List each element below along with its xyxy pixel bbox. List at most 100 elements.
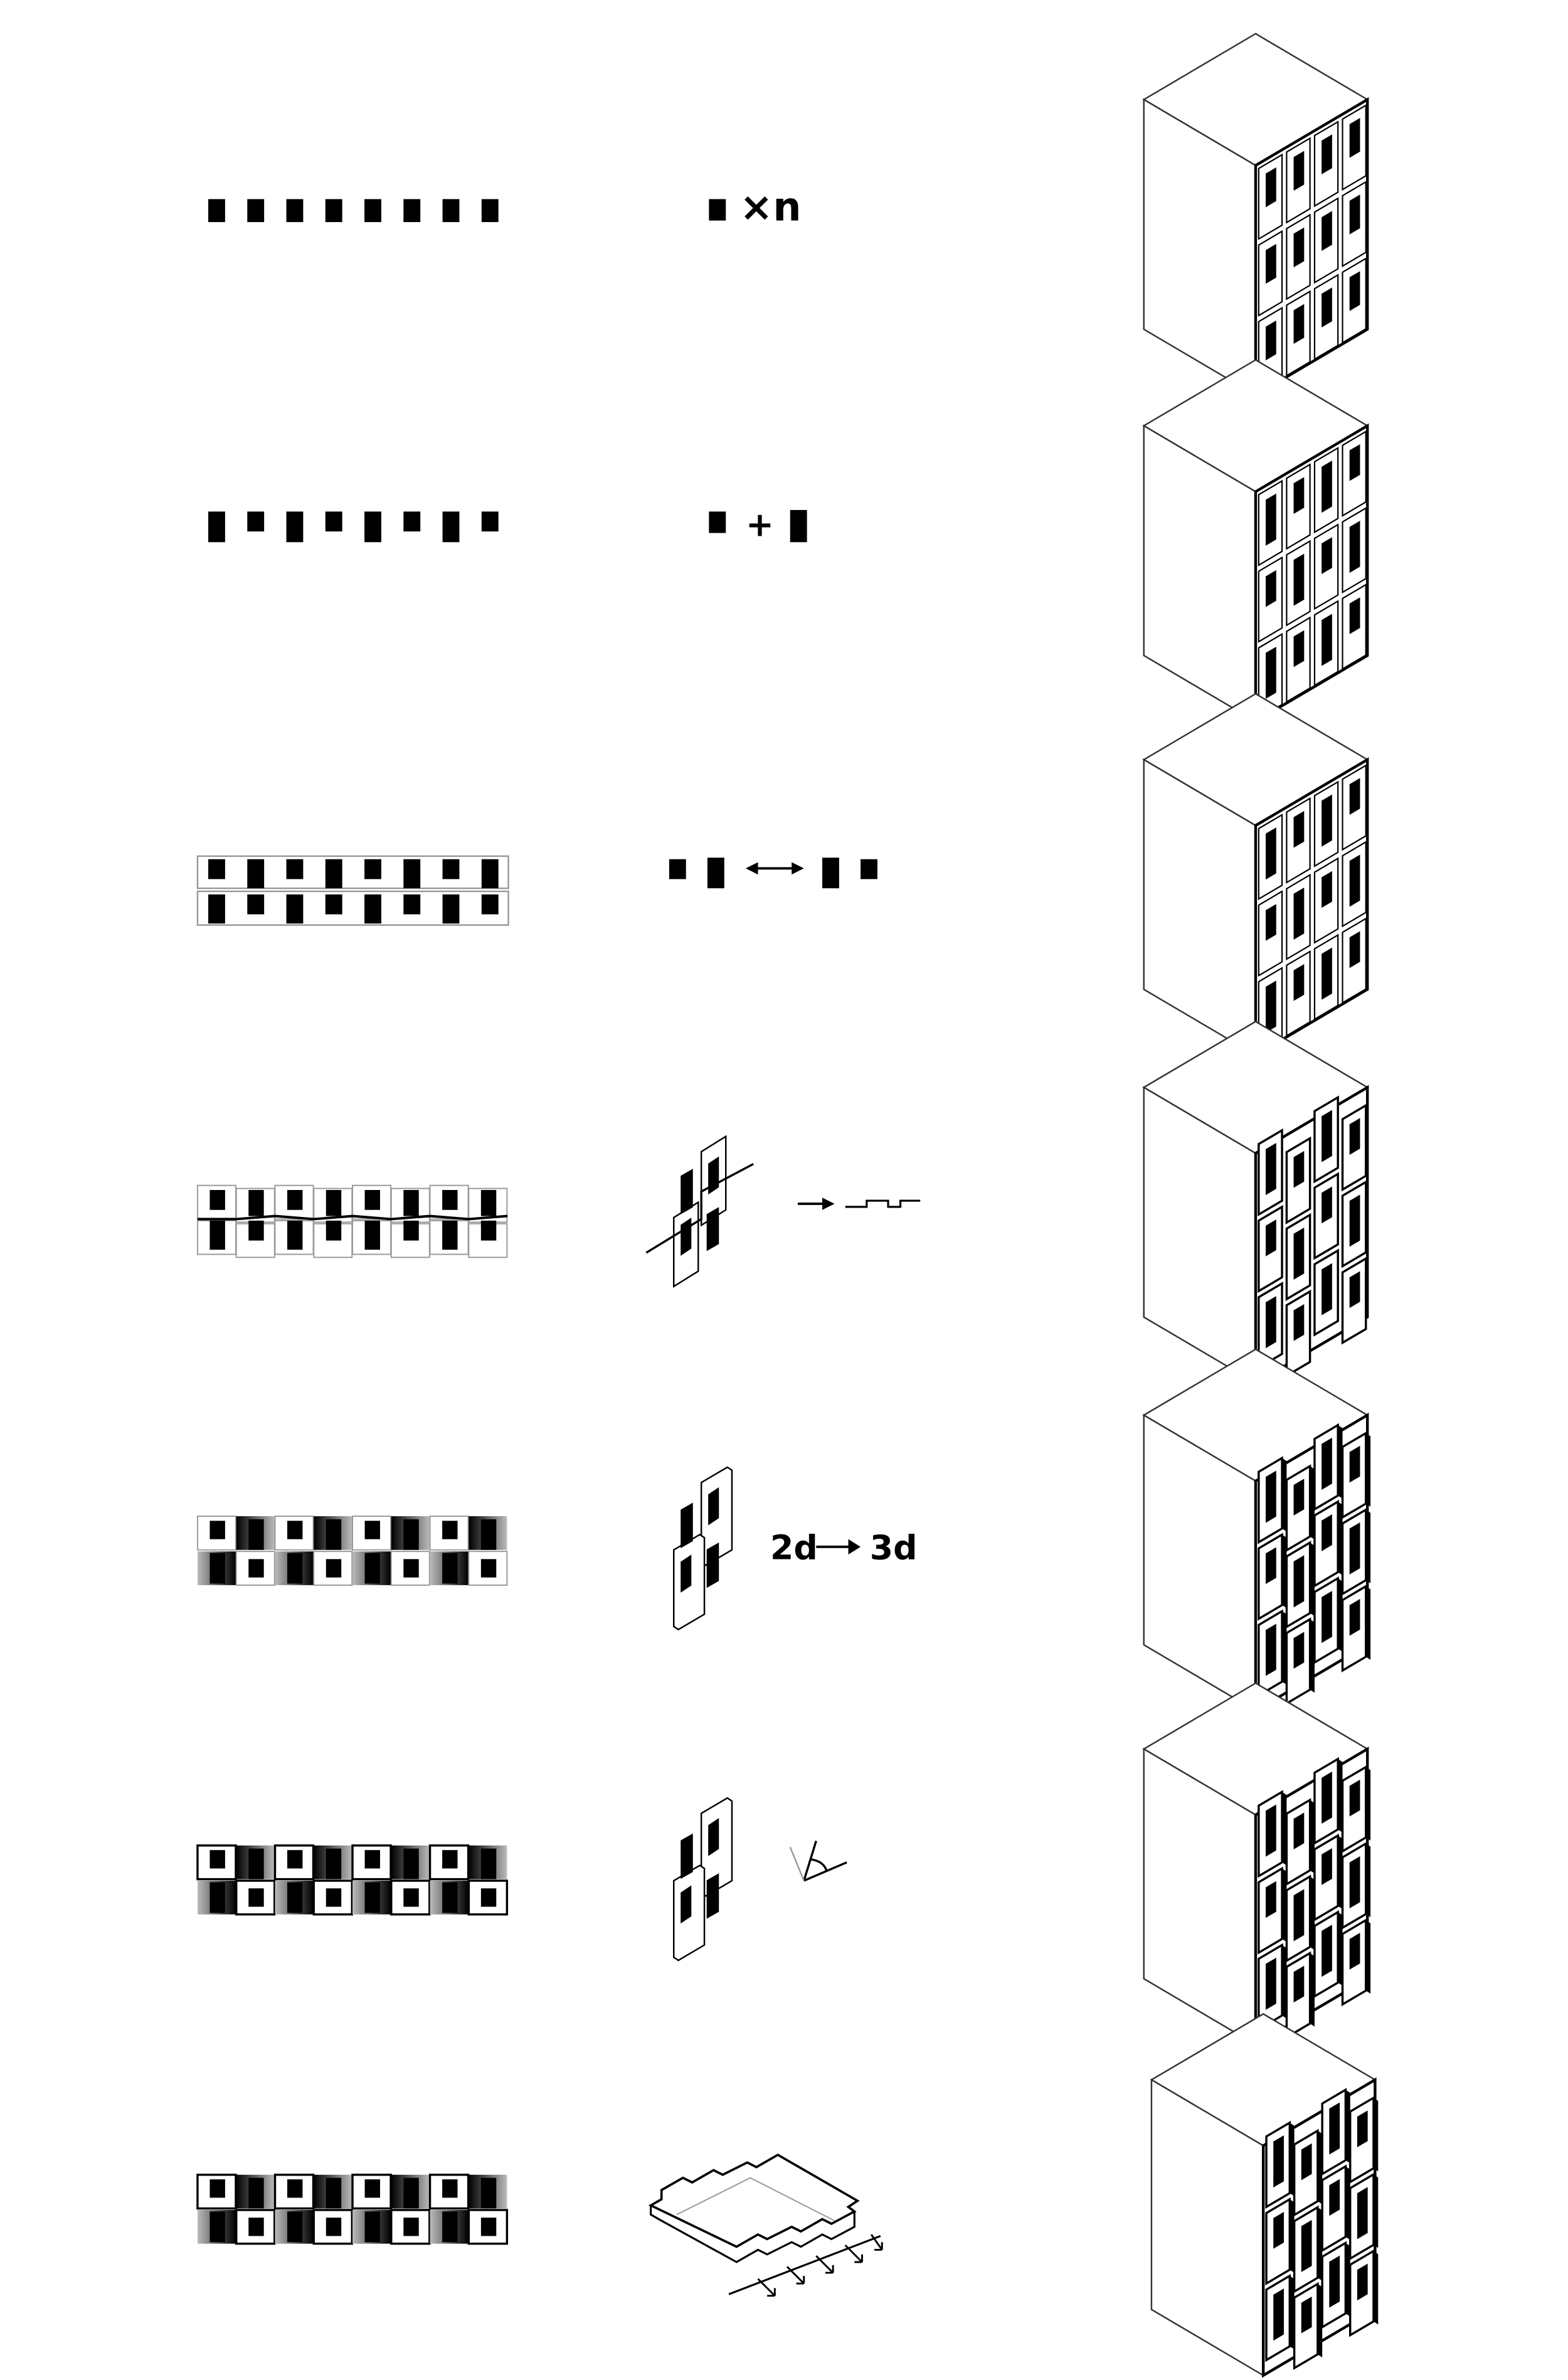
pattern-block — [442, 1521, 458, 1539]
facade-cell — [1286, 137, 1311, 224]
panel-edge — [1310, 1876, 1315, 1950]
strip-frame — [196, 855, 509, 890]
window — [1349, 118, 1360, 158]
pattern-block — [403, 1559, 419, 1578]
facade-cell — [1286, 950, 1311, 1037]
pattern-block — [442, 1220, 458, 1250]
pattern-block — [326, 1888, 342, 1907]
pattern-block — [403, 2177, 419, 2209]
pattern-block — [325, 894, 342, 915]
pattern-block — [442, 511, 460, 543]
facade-cell — [1313, 933, 1339, 1021]
panel-edge — [1365, 1509, 1371, 1583]
facade-cell — [1342, 917, 1367, 1004]
window — [1322, 1437, 1332, 1490]
window — [1322, 1925, 1332, 1977]
facade-cell — [1313, 447, 1339, 534]
panel-edge — [1338, 1759, 1343, 1833]
pattern-block — [248, 1519, 264, 1550]
window — [1357, 2110, 1368, 2148]
pattern-block — [326, 1220, 342, 1241]
window — [1293, 227, 1305, 268]
window — [1266, 1142, 1276, 1196]
panel-edge — [1338, 1501, 1343, 1576]
window — [1322, 537, 1332, 575]
window — [1349, 1194, 1360, 1247]
pattern-cell — [235, 1551, 275, 1586]
window — [1322, 211, 1332, 251]
window — [1266, 980, 1276, 1033]
facade-cell — [1258, 890, 1283, 977]
panel-edge — [1345, 2243, 1350, 2317]
window — [1293, 1812, 1305, 1850]
module-small-icon — [709, 511, 726, 533]
panel-edge — [1365, 1920, 1371, 1994]
window — [1273, 2288, 1284, 2341]
pattern-block — [403, 1519, 419, 1550]
strip-frame — [196, 890, 509, 926]
facade-cell — [1313, 600, 1339, 687]
pattern-block — [364, 1553, 380, 1584]
direction-arrows-icon — [757, 2234, 883, 2297]
pattern-block — [287, 1882, 303, 1913]
window — [1329, 2255, 1340, 2308]
module-icon — [709, 199, 726, 221]
pattern-block — [442, 1553, 458, 1584]
pattern-block — [403, 511, 421, 532]
panel-edge — [1282, 1945, 1287, 2019]
window — [1293, 477, 1305, 514]
pattern-block — [209, 1521, 225, 1539]
panel-edge — [1365, 1766, 1371, 1841]
panel-edge — [1345, 2090, 1350, 2164]
window — [1349, 194, 1360, 235]
operation-rotate — [672, 1797, 847, 1962]
facade-cell — [1342, 583, 1367, 671]
pattern-block — [287, 1220, 303, 1250]
cube-right-face — [1254, 423, 1369, 724]
pattern-block — [209, 1220, 225, 1250]
pattern-block — [403, 199, 421, 223]
window — [1301, 2296, 1312, 2334]
pattern-block — [442, 1850, 458, 1869]
window — [1293, 887, 1305, 940]
window — [1349, 931, 1360, 969]
window — [1322, 1263, 1332, 1315]
pattern-block — [442, 2211, 458, 2243]
window — [1322, 1772, 1332, 1824]
pattern-block — [364, 199, 381, 223]
pattern-block — [403, 1190, 419, 1216]
facade-cell — [1258, 153, 1283, 240]
window — [1266, 243, 1276, 284]
pattern-block — [286, 199, 304, 223]
facade-cell — [1313, 523, 1339, 610]
window — [1301, 2143, 1312, 2181]
panel-edge — [1290, 2122, 1295, 2197]
plus-label: + — [746, 505, 774, 545]
from-label: 2d — [770, 1527, 818, 1567]
window — [1266, 1804, 1276, 1857]
operation-shift — [645, 1135, 921, 1288]
operations: ×n + — [645, 184, 921, 2297]
window — [1349, 1522, 1360, 1575]
pattern-block — [248, 2218, 264, 2236]
pattern-block — [480, 1848, 497, 1879]
pattern-block — [248, 2177, 264, 2209]
pattern-block — [364, 1220, 380, 1250]
pattern-block — [287, 1190, 303, 1210]
operation-plan-offset — [648, 2153, 883, 2297]
window — [1322, 1514, 1332, 1551]
panel-edge — [1290, 2275, 1295, 2350]
panel-edge — [1310, 1466, 1315, 1540]
pattern-block — [247, 859, 265, 889]
window — [1322, 871, 1332, 908]
panel-edge — [1365, 1843, 1371, 1918]
pattern-block — [287, 1850, 303, 1869]
window — [1293, 1479, 1305, 1516]
window — [1293, 964, 1305, 1001]
window — [1293, 553, 1305, 606]
pattern-block — [209, 2211, 225, 2243]
module-small-icon — [861, 859, 877, 879]
facade-cell — [1286, 797, 1311, 884]
panel-edge — [1317, 2207, 1323, 2281]
pattern-block — [364, 511, 381, 543]
